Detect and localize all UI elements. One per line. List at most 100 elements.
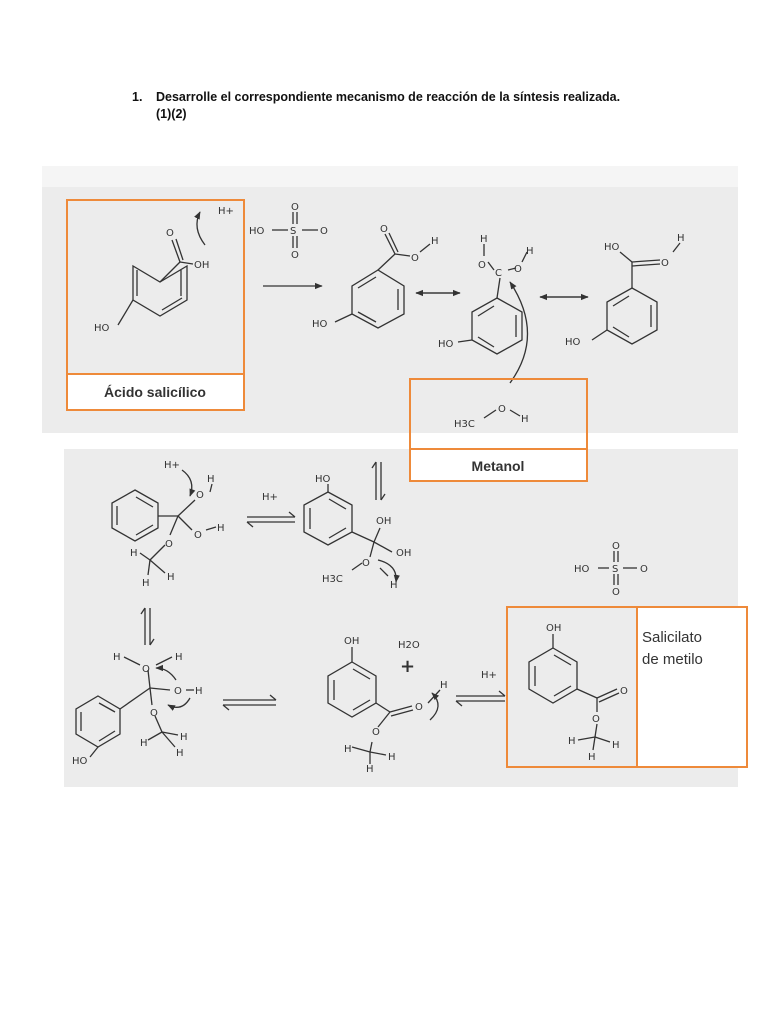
atom-h: H bbox=[388, 752, 396, 763]
atom-o: O bbox=[166, 228, 174, 239]
atom-o: O bbox=[362, 558, 370, 569]
atom-h: H bbox=[113, 652, 121, 663]
atom-o: O bbox=[612, 541, 620, 552]
molecule-methyl-salicylate bbox=[528, 634, 620, 751]
atom-ho: HO bbox=[438, 339, 454, 350]
atom-h: H bbox=[175, 652, 183, 663]
atom-ho: HO bbox=[72, 756, 88, 767]
atom-h: H bbox=[440, 680, 448, 691]
atom-o: O bbox=[498, 404, 506, 415]
atom-h3c: H3C bbox=[454, 419, 475, 430]
atom-o: O bbox=[194, 530, 202, 541]
plus-sign: + bbox=[400, 656, 415, 677]
atom-h: H bbox=[130, 548, 138, 559]
equilibrium-arrow-vertical-1 bbox=[371, 461, 386, 501]
atom-h: H bbox=[612, 740, 620, 751]
atom-h: H bbox=[142, 578, 150, 589]
atom-h: H bbox=[677, 233, 685, 244]
atom-h-plus: H+ bbox=[218, 206, 234, 217]
curved-arrow-5 bbox=[167, 697, 191, 711]
atom-o: O bbox=[150, 708, 158, 719]
atom-o: O bbox=[380, 224, 388, 235]
atom-h2o: H2O bbox=[398, 640, 420, 651]
atom-h: H bbox=[480, 234, 488, 245]
molecule-tetrahedral-3 bbox=[75, 656, 194, 758]
equilibrium-arrow-vertical-2 bbox=[140, 607, 155, 646]
question-references: (1)(2) bbox=[156, 107, 187, 121]
atom-o: O bbox=[514, 264, 522, 275]
atom-o: O bbox=[640, 564, 648, 575]
atom-h: H bbox=[180, 732, 188, 743]
atom-s: S bbox=[290, 226, 296, 237]
atom-ho: HO bbox=[94, 323, 110, 334]
atom-o: O bbox=[612, 587, 620, 598]
box-metanol-label bbox=[409, 448, 588, 482]
atom-h: H bbox=[195, 686, 203, 697]
atom-h-plus: H+ bbox=[164, 460, 180, 471]
atom-ho: HO bbox=[565, 337, 581, 348]
curved-arrow-methanol-attack bbox=[509, 281, 529, 384]
atom-ho: HO bbox=[315, 474, 331, 485]
atom-ho: HO bbox=[604, 242, 620, 253]
atom-o: O bbox=[174, 686, 182, 697]
molecule-protonated-ester bbox=[327, 647, 441, 764]
atom-h: H bbox=[176, 748, 184, 759]
curved-arrow-3 bbox=[377, 559, 400, 583]
sulfuric-acid-2 bbox=[598, 551, 637, 585]
curved-arrow-2 bbox=[181, 469, 196, 497]
atom-o: O bbox=[165, 539, 173, 550]
atom-h: H bbox=[390, 580, 398, 591]
question-text: Desarrolle el correspondiente mecanismo … bbox=[156, 90, 621, 104]
atom-h: H bbox=[207, 474, 215, 485]
panel-bottom bbox=[64, 449, 738, 787]
question-number: 1. bbox=[132, 90, 143, 104]
atom-oh: OH bbox=[344, 636, 359, 647]
equilibrium-arrow-2 bbox=[222, 694, 277, 711]
panel-top-header bbox=[42, 166, 738, 187]
atom-h: H bbox=[588, 752, 596, 763]
atom-o: O bbox=[592, 714, 600, 725]
atom-h-plus: H+ bbox=[262, 492, 278, 503]
atom-h: H bbox=[167, 572, 175, 583]
atom-oh: OH bbox=[376, 516, 391, 527]
atom-h3c: H3C bbox=[322, 574, 343, 585]
box-acido-label bbox=[66, 373, 245, 411]
atom-s: S bbox=[612, 564, 618, 575]
atom-o: O bbox=[411, 253, 419, 264]
atom-o: O bbox=[291, 250, 299, 261]
label-metanol: Metanol bbox=[472, 458, 525, 474]
molecule-acid-protonated bbox=[591, 242, 681, 345]
atom-h: H bbox=[521, 414, 529, 425]
atom-oh: OH bbox=[194, 260, 209, 271]
atom-h: H bbox=[431, 236, 439, 247]
molecule-acid-2 bbox=[334, 232, 431, 329]
atom-o: O bbox=[478, 260, 486, 271]
equilibrium-arrow-3 bbox=[455, 690, 506, 707]
atom-h: H bbox=[568, 736, 576, 747]
molecule-acid-1 bbox=[117, 238, 194, 326]
molecule-carbocation bbox=[457, 244, 528, 355]
label-salicilato: Salicilato bbox=[642, 629, 702, 646]
atom-h: H bbox=[366, 764, 374, 775]
atom-oh: OH bbox=[396, 548, 411, 559]
atom-h-plus: H+ bbox=[481, 670, 497, 681]
atom-h: H bbox=[344, 744, 352, 755]
atom-o: O bbox=[291, 202, 299, 213]
atom-h: H bbox=[526, 246, 534, 257]
atom-o: O bbox=[196, 490, 204, 501]
label-acido-salicilico: Ácido salicílico bbox=[104, 384, 206, 400]
atom-oh: OH bbox=[546, 623, 561, 634]
curved-arrow-4 bbox=[155, 664, 177, 681]
atom-h: H bbox=[217, 523, 225, 534]
atom-o: O bbox=[415, 702, 423, 713]
atom-ho: HO bbox=[249, 226, 265, 237]
atom-o: O bbox=[142, 664, 150, 675]
atom-o: O bbox=[372, 727, 380, 738]
atom-o: O bbox=[320, 226, 328, 237]
atom-ho: HO bbox=[312, 319, 328, 330]
equilibrium-arrow-1 bbox=[246, 511, 296, 528]
molecule-tetrahedral-1 bbox=[111, 483, 217, 576]
molecule-tetrahedral-2 bbox=[303, 484, 393, 577]
atom-c: C bbox=[495, 268, 502, 279]
